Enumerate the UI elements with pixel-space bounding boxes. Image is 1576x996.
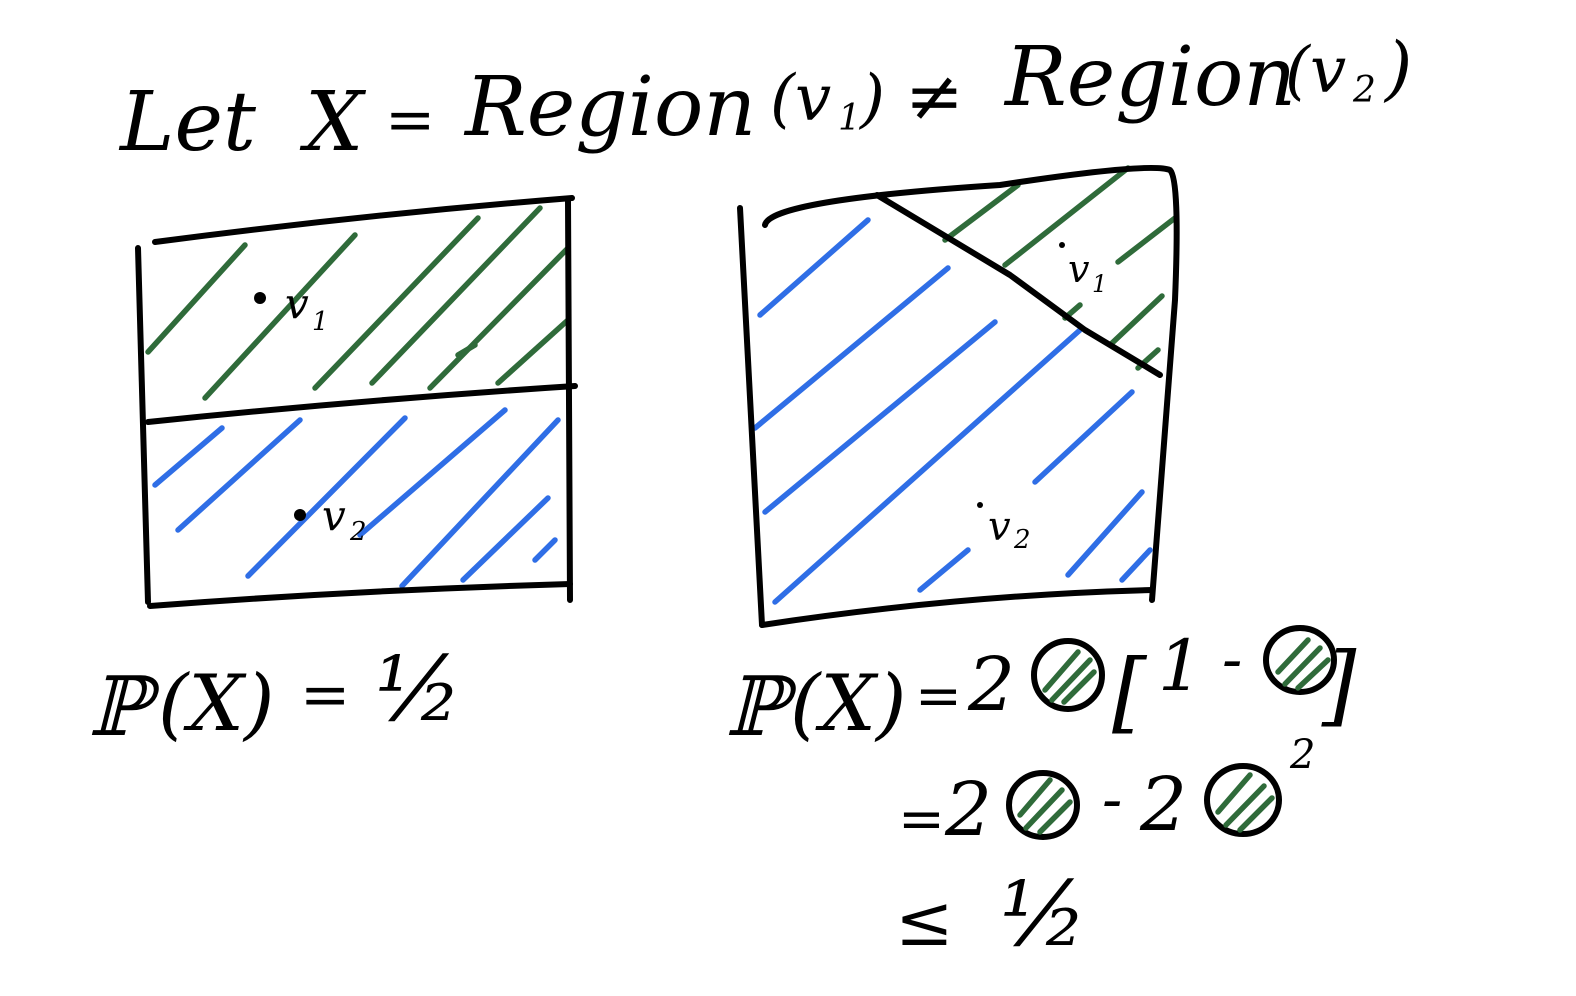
right-formula-line3-leq: ≤ [895,880,954,962]
title-region-1: Region [463,60,756,155]
right-box: v 1 v 2 [737,164,1180,628]
left-point-v2 [294,509,306,521]
left-box-divider [145,383,578,425]
area-symbol-icon [1031,638,1105,712]
right-box-divider [874,192,1163,378]
left-box-bottom [147,581,573,609]
right-v2-label: v [988,504,1011,550]
left-green-hatching [145,205,571,401]
left-point-v1 [254,292,266,304]
right-box-left [737,205,765,628]
left-blue-hatching [152,407,561,589]
right-formula-line2-eq: = [898,787,945,852]
right-box-top-right [762,164,1180,603]
right-point-v2 [977,502,983,508]
right-formula-coef: 2 [967,642,1015,728]
right-formula-p: ℙ [725,660,798,755]
title-let: Let [118,75,257,170]
title-v2: (v [1285,34,1346,108]
right-v2-sub: 2 [1013,525,1031,555]
right-blue-hatching [752,217,1153,605]
right-formula-line2-coef1: 2 [944,767,992,853]
left-box-left [135,245,151,605]
right-formula-line2-exp: 2 [1289,732,1315,778]
right-v1-sub: 1 [1092,270,1107,298]
right-formula-line2-coef2: 2 [1139,762,1187,848]
title-close-2: ) [1383,27,1412,109]
title-x: X [299,75,367,170]
title-close-1: ) [858,62,885,136]
left-formula-p: ℙ [88,660,161,755]
right-formula-one: 1 [1158,625,1203,707]
left-formula-value: ½ [375,637,462,742]
right-formula-line3-value: ½ [1000,862,1087,967]
title-eq: = [385,85,435,155]
title-line: Let X = Region (v 1 ) ≠ Region (v 2 ) [118,27,1412,170]
right-point-v1 [1059,242,1065,248]
left-box: v 1 v 2 [135,195,578,609]
title-v2-sub: 2 [1352,70,1376,111]
left-box-top [152,195,575,245]
area-symbol-icon [1263,625,1337,695]
right-formula-eq: = [915,664,962,729]
title-region-2: Region [1003,30,1296,125]
left-v2-sub: 2 [349,517,367,547]
left-box-right [565,197,573,603]
left-v1-label: v [285,279,309,328]
left-formula: ℙ (X) = ½ [88,637,462,755]
title-v1-sub: 1 [838,98,861,139]
left-v1-sub: 1 [312,307,329,337]
right-formula-x: (X) [790,659,906,749]
right-formula-line2-minus: - [1102,765,1122,835]
right-v1-label: v [1068,247,1090,291]
area-symbol-icon [1006,770,1080,840]
title-neq: ≠ [905,55,964,137]
left-formula-eq: = [300,660,350,730]
right-formula-open: [ [1112,640,1148,743]
title-v1: (v [770,62,831,136]
right-box-bottom [759,587,1155,628]
area-symbol-icon [1204,763,1282,837]
right-formula-close: ] [1321,633,1357,736]
left-v2-label: v [322,491,346,540]
right-formula: ℙ (X) = 2 [ 1 - ] = 2 - [725,625,1357,967]
left-formula-x: (X) [158,659,274,749]
right-formula-minus: - [1222,625,1242,695]
